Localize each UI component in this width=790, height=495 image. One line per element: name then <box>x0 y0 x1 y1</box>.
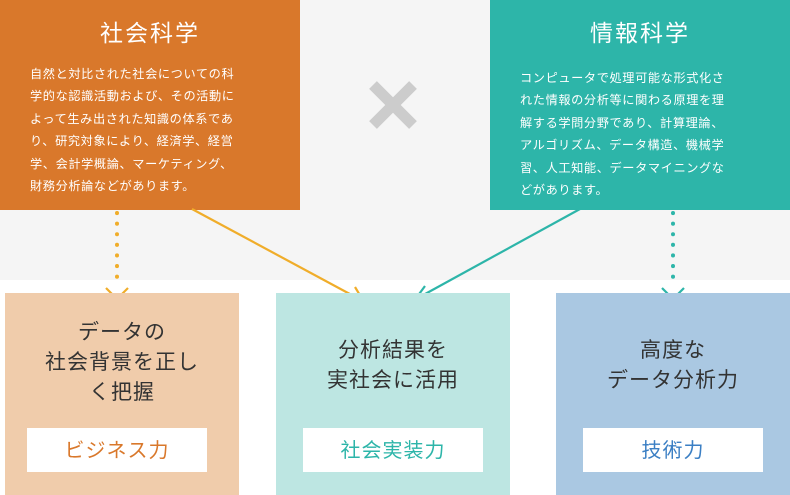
information-science-box: 情報科学 コンピュータで処理可能な形式化さ れた情報の分析等に関わる原理を理 解… <box>490 0 790 210</box>
arrow-information-to-implementation <box>411 208 581 303</box>
implementation-headline: 分析結果を 実社会に活用 <box>276 335 510 395</box>
arrow-social-to-implementation <box>191 208 367 304</box>
social-science-box: 社会科学 自然と対比された社会についての科 学的な認識活動および、その活動に よ… <box>0 0 300 210</box>
technical-headline: 高度な データ分析力 <box>556 335 790 395</box>
information-science-description: コンピュータで処理可能な形式化さ れた情報の分析等に関わる原理を理 解する学問分… <box>520 67 770 201</box>
description-line: り、研究対象により、経済学、経営 <box>30 134 234 149</box>
description-line: どがあります。 <box>520 183 609 198</box>
social-science-description: 自然と対比された社会についての科 学的な認識活動および、その活動に よって生み出… <box>30 63 282 197</box>
description-line: 習、人工知能、データマイニングな <box>520 160 725 175</box>
multiplication-cross-icon <box>369 81 417 129</box>
description-line: アルゴリズム、データ構造、機械学 <box>520 138 725 153</box>
technical-outcome-box: 高度な データ分析力 技術力 <box>556 293 790 495</box>
description-line: 自然と対比された社会についての科 <box>30 67 235 81</box>
dotted-arrow-to-business <box>105 211 129 301</box>
headline-line: 高度な <box>640 338 706 362</box>
dotted-arrow-to-technical <box>661 211 685 301</box>
headline-line: データの <box>78 320 166 344</box>
headline-line: く把握 <box>89 380 155 404</box>
technical-skill-label: 技術力 <box>583 428 763 472</box>
headline-line: データ分析力 <box>607 368 739 392</box>
implementation-outcome-box: 分析結果を 実社会に活用 社会実装力 <box>276 293 510 495</box>
headline-line: 社会背景を正し <box>45 350 199 374</box>
description-line: れた情報の分析等に関わる原理を理 <box>520 93 725 108</box>
headline-line: 分析結果を <box>338 338 448 362</box>
description-line: よって生み出された知識の体系であ <box>30 111 234 126</box>
information-science-title: 情報科学 <box>590 21 690 47</box>
business-outcome-box: データの 社会背景を正し く把握 ビジネス力 <box>5 293 239 495</box>
business-headline: データの 社会背景を正し く把握 <box>5 317 239 407</box>
description-line: 解する学問分野であり、計算理論、 <box>520 115 724 130</box>
business-skill-label: ビジネス力 <box>27 428 207 472</box>
description-line: コンピュータで処理可能な形式化さ <box>520 71 725 85</box>
description-line: 財務分析論などがあります。 <box>30 179 196 194</box>
social-science-title: 社会科学 <box>100 21 200 47</box>
description-line: 学、会計学概論、マーケティング、 <box>30 156 233 171</box>
implementation-skill-label: 社会実装力 <box>303 428 483 472</box>
headline-line: 実社会に活用 <box>327 368 459 392</box>
description-line: 学的な認識活動および、その活動に <box>30 89 235 104</box>
